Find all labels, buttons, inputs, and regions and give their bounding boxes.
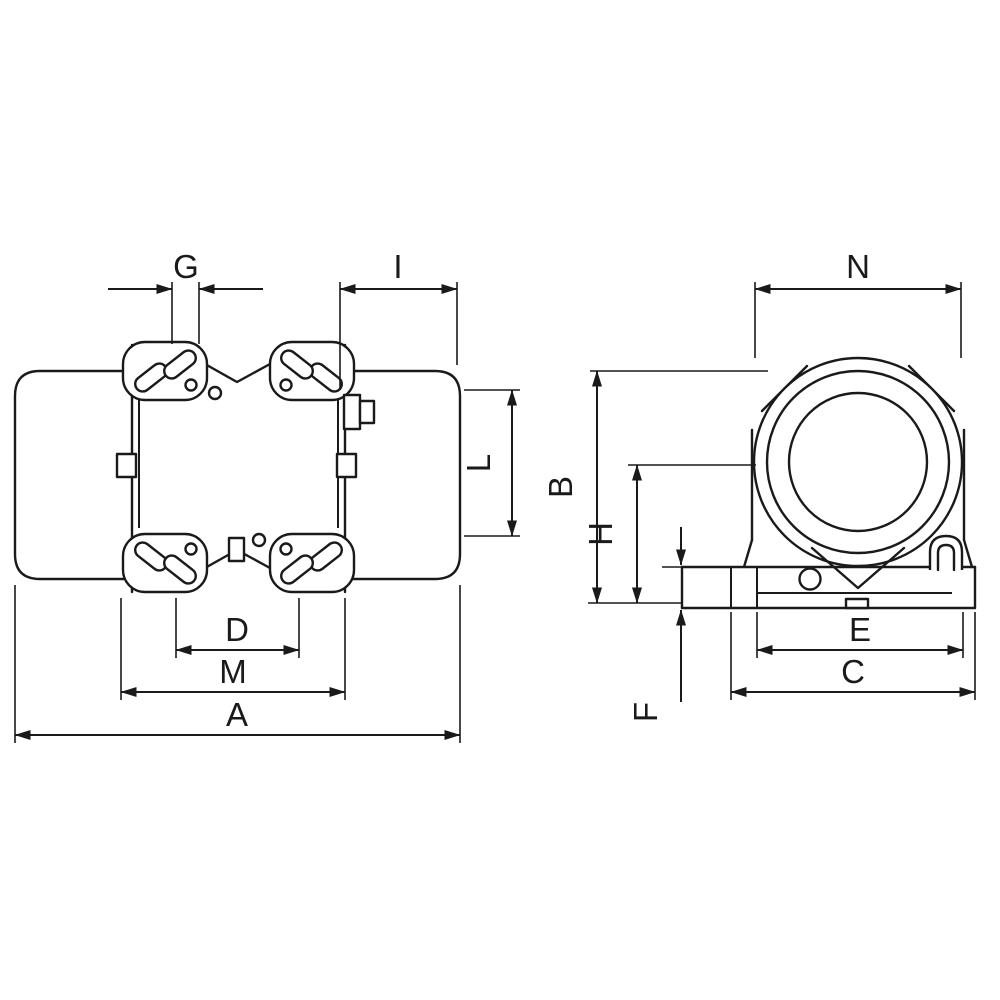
- dim-a: A: [14, 585, 461, 743]
- end-circle-outer: [752, 356, 964, 568]
- motor-foot: [680, 565, 977, 610]
- dim-c: C: [730, 612, 976, 700]
- dim-l: L: [460, 389, 520, 537]
- dim-e: E: [756, 611, 964, 658]
- housing-skirt-right: [962, 538, 974, 569]
- dimensions-end-view: N B H F E: [542, 248, 976, 722]
- dim-l-label: L: [460, 454, 497, 472]
- housing-bottom-hole: [251, 532, 267, 548]
- housing-skirt-left: [742, 538, 754, 569]
- side-view: [13, 340, 462, 594]
- dim-b: B: [542, 370, 768, 604]
- dim-n: N: [754, 248, 962, 358]
- dim-d-label: D: [225, 611, 249, 648]
- mounting-ear-top-right: [268, 340, 356, 402]
- foot-clamp-inner: [936, 543, 956, 572]
- end-view: [680, 356, 977, 610]
- right-end-cap: [343, 369, 462, 581]
- left-end-cap: [13, 369, 134, 581]
- dim-g: G: [108, 248, 263, 344]
- foot-slot: [844, 597, 870, 610]
- dimensions-side-view: G I L D M: [14, 248, 520, 743]
- dim-e-label: E: [849, 611, 871, 648]
- dim-h: H: [582, 464, 756, 604]
- cable-gland-body: [342, 393, 362, 431]
- dim-m: M: [120, 598, 346, 700]
- end-circle-bore: [787, 391, 929, 533]
- dim-f-label: F: [627, 702, 664, 722]
- foot-clamp-outer: [928, 534, 964, 570]
- right-side-clip: [335, 452, 358, 479]
- dim-d: D: [175, 598, 300, 658]
- dim-g-label: G: [173, 248, 199, 285]
- dim-h-label: H: [582, 522, 619, 546]
- dim-m-label: M: [219, 653, 247, 690]
- dim-a-label: A: [226, 696, 248, 733]
- dim-c-label: C: [841, 653, 865, 690]
- dim-f: F: [627, 527, 686, 722]
- dim-i: I: [339, 248, 458, 390]
- dim-i-label: I: [393, 248, 402, 285]
- mounting-ear-bottom-left: [121, 532, 209, 594]
- mounting-ear-top-left: [121, 340, 209, 402]
- cable-gland-nut: [358, 399, 376, 425]
- left-side-clip: [115, 452, 138, 479]
- foot-bolt: [798, 567, 822, 591]
- mounting-ear-bottom-right: [268, 532, 356, 594]
- dim-n-label: N: [846, 248, 870, 285]
- housing-bottom-tab: [227, 536, 246, 563]
- end-circle-mid: [765, 369, 951, 555]
- housing-bottom-vee: [810, 546, 906, 590]
- dim-b-label: B: [542, 476, 579, 498]
- housing-top-profile: [203, 362, 272, 384]
- housing-top-hole: [207, 385, 223, 401]
